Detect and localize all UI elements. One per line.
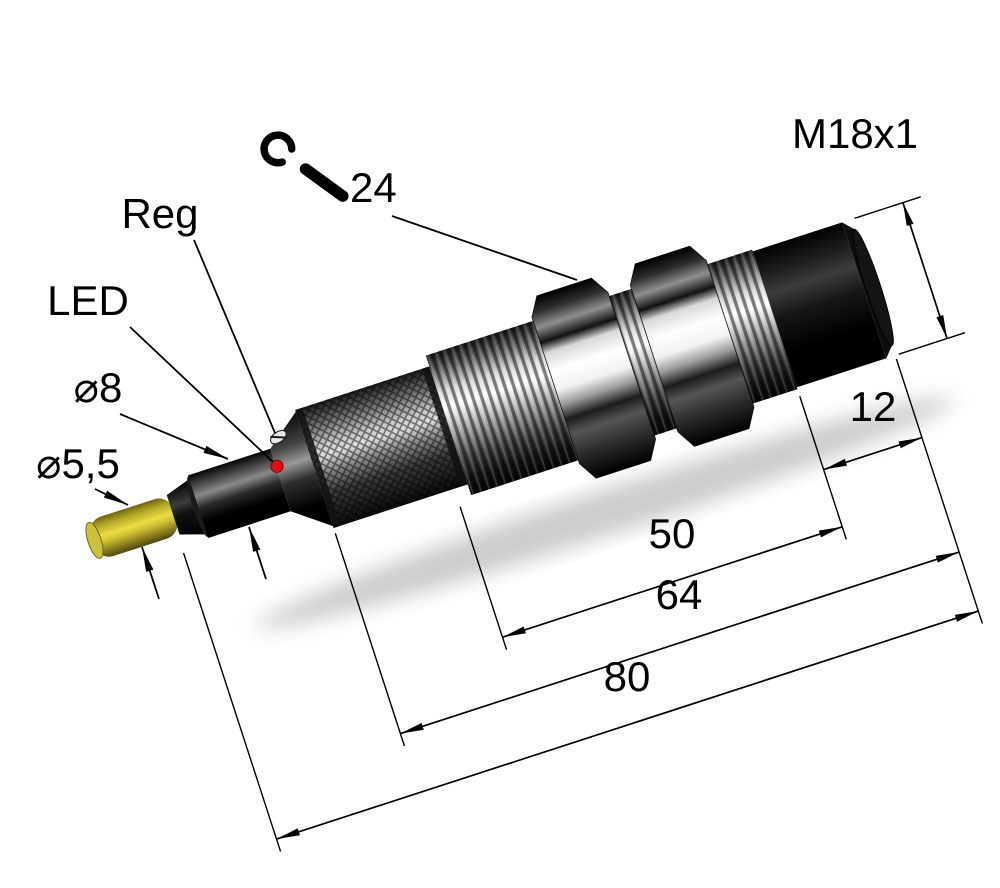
sensing-face	[852, 228, 894, 347]
dimension-value-64: 64	[656, 571, 703, 618]
hex-nut-1	[531, 277, 656, 479]
label-wrench-size: 24	[350, 164, 397, 211]
dimension-line-80	[276, 610, 979, 840]
ext-line-thread-dia-top	[854, 196, 922, 219]
dimension-value-80: 80	[604, 653, 651, 700]
ext-line-rear	[182, 552, 282, 852]
arrow-gland-diameter-top	[119, 413, 229, 460]
dimension-value-12: 12	[850, 383, 897, 430]
arrow-cable-diameter-bottom	[141, 546, 160, 600]
wrench-icon	[260, 131, 349, 202]
label-led: LED	[47, 277, 129, 324]
hex-nut-2	[629, 245, 755, 447]
sensor-assembly	[85, 196, 984, 852]
ext-line-front-start	[799, 396, 847, 540]
label-thread-size: M18x1	[792, 110, 918, 157]
ext-line-thread-dia-bottom	[898, 332, 966, 355]
sensing-front	[752, 222, 887, 388]
ext-line-tip	[895, 358, 984, 624]
cable-end	[85, 521, 104, 559]
knurl-texture	[295, 366, 468, 528]
label-gland-diameter: ⌀8	[74, 364, 123, 411]
body-cone	[270, 411, 333, 527]
rear-cap	[188, 448, 291, 539]
led-indicator	[270, 459, 284, 473]
leader-wrench-size	[391, 215, 578, 281]
arrow-gland-diameter-bottom	[248, 526, 267, 580]
cable-gland	[166, 479, 208, 535]
dimension-line-thread-diameter	[902, 202, 948, 339]
cable	[90, 498, 178, 557]
knurl-ring-left	[295, 407, 341, 528]
dimension-value-50: 50	[649, 510, 696, 557]
label-reg: Reg	[121, 190, 198, 237]
knurl-ring-right	[422, 366, 468, 487]
reg-screw-slot	[270, 435, 287, 439]
leader-reg	[193, 239, 276, 434]
arrow-cable-diameter-top	[94, 488, 129, 506]
label-cable-diameter: ⌀5,5	[36, 440, 120, 487]
dimension-line-12	[823, 436, 923, 471]
leader-led	[129, 326, 274, 463]
